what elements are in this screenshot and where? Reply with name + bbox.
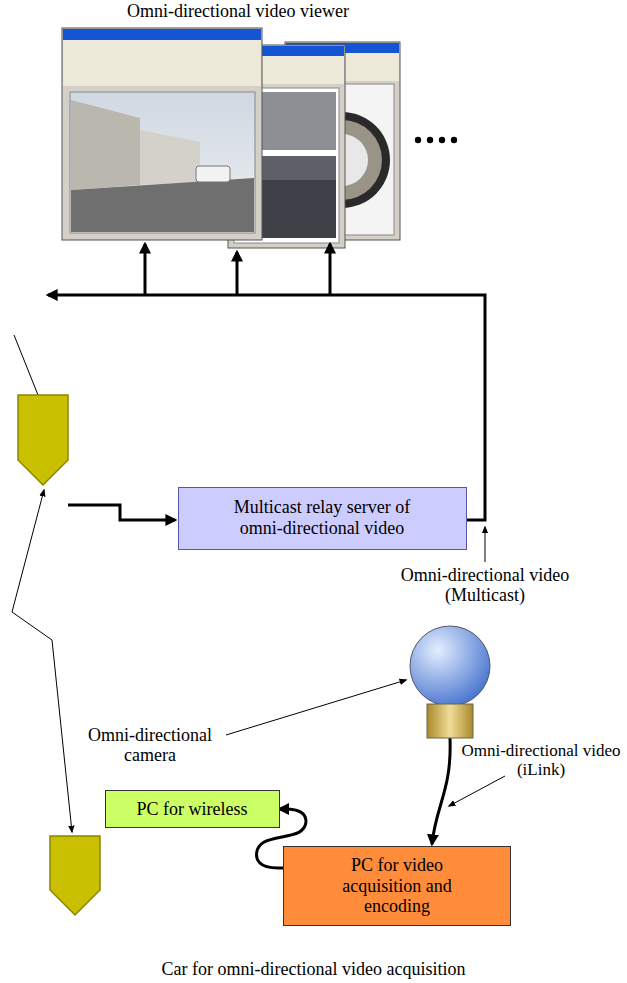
- multicast-line: [144, 244, 147, 295]
- label-holder: Omni-directional video (iLink): [458, 742, 624, 779]
- leader-line: [485, 527, 486, 562]
- leader-line: [449, 776, 505, 806]
- server-box: Multicast relay server of omni-direction…: [178, 487, 467, 550]
- pc-box: PC for wireless: [105, 790, 280, 828]
- caption: Car for omni-directional video acquisiti…: [162, 959, 466, 980]
- leader-line: [226, 680, 406, 735]
- callout-label: Omni-directional video (Multicast): [385, 566, 585, 606]
- antenna-mast: [14, 335, 38, 395]
- pc-box: PC for video acquisition and encoding: [283, 846, 511, 926]
- antenna-symbol: [18, 395, 68, 485]
- continuation-dots: [415, 137, 457, 143]
- label-holder: Omni-directional camera: [75, 726, 225, 766]
- video-area: [70, 92, 255, 233]
- window-frame: [62, 28, 262, 240]
- multicast-line: [329, 244, 332, 295]
- camera-base: [427, 704, 473, 738]
- wireless-link: [12, 490, 72, 832]
- building: [71, 100, 140, 190]
- multicast-line: [236, 252, 239, 295]
- callout-label: Omni-directional video viewer: [88, 2, 388, 22]
- box-label: PC for video acquisition and encoding: [310, 855, 485, 917]
- callout-label: Omni-directional camera: [75, 726, 225, 766]
- car-wheel: [118, 870, 202, 954]
- car-body: [50, 784, 600, 928]
- car-in-video: [196, 166, 230, 182]
- label-holder: Omni-directional video (Multicast): [385, 566, 585, 606]
- box-label: Multicast relay server of omni-direction…: [220, 497, 425, 538]
- road: [71, 178, 254, 232]
- tool-bar: [63, 40, 261, 86]
- box-label: PC for wireless: [137, 799, 248, 820]
- title-bar: [63, 29, 261, 40]
- camera-symbol: [410, 626, 490, 706]
- antenna-symbol: [50, 836, 100, 915]
- building: [140, 130, 200, 185]
- antenna-link: [68, 505, 175, 520]
- car-node: Car for omni-directional video acquisiti…: [0, 770, 627, 983]
- callout-label: Omni-directional video (iLink): [458, 742, 624, 779]
- viewer-window: [62, 28, 262, 240]
- camera-cable: [432, 738, 450, 844]
- label-holder: Omni-directional video viewer: [88, 2, 388, 22]
